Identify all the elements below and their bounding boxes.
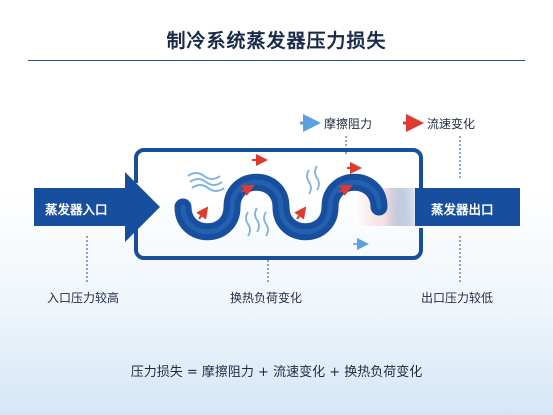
legend-velocity-label: 流速变化 (427, 117, 476, 131)
outlet-label: 蒸发器出口 (431, 202, 494, 217)
inlet-arrow (34, 172, 160, 242)
heat-load-annotation: 换热负荷变化 (230, 291, 303, 305)
heat-wave-icon (245, 165, 320, 237)
inlet-annotation: 入口压力较高 (47, 291, 120, 305)
outlet-annotation: 出口压力较低 (421, 291, 494, 305)
outlet-bar (415, 188, 520, 226)
page-title: 制冷系统蒸发器压力损失 (166, 30, 387, 52)
pressure-loss-formula: 压力损失 = 摩擦阻力 + 流速变化 + 换热负荷变化 (130, 365, 423, 380)
inlet-label: 蒸发器入口 (45, 202, 108, 217)
title-divider (28, 60, 525, 61)
friction-swirls (187, 172, 369, 250)
legend-friction-label: 摩擦阻力 (324, 117, 373, 131)
flow-arrows-red (196, 154, 362, 220)
